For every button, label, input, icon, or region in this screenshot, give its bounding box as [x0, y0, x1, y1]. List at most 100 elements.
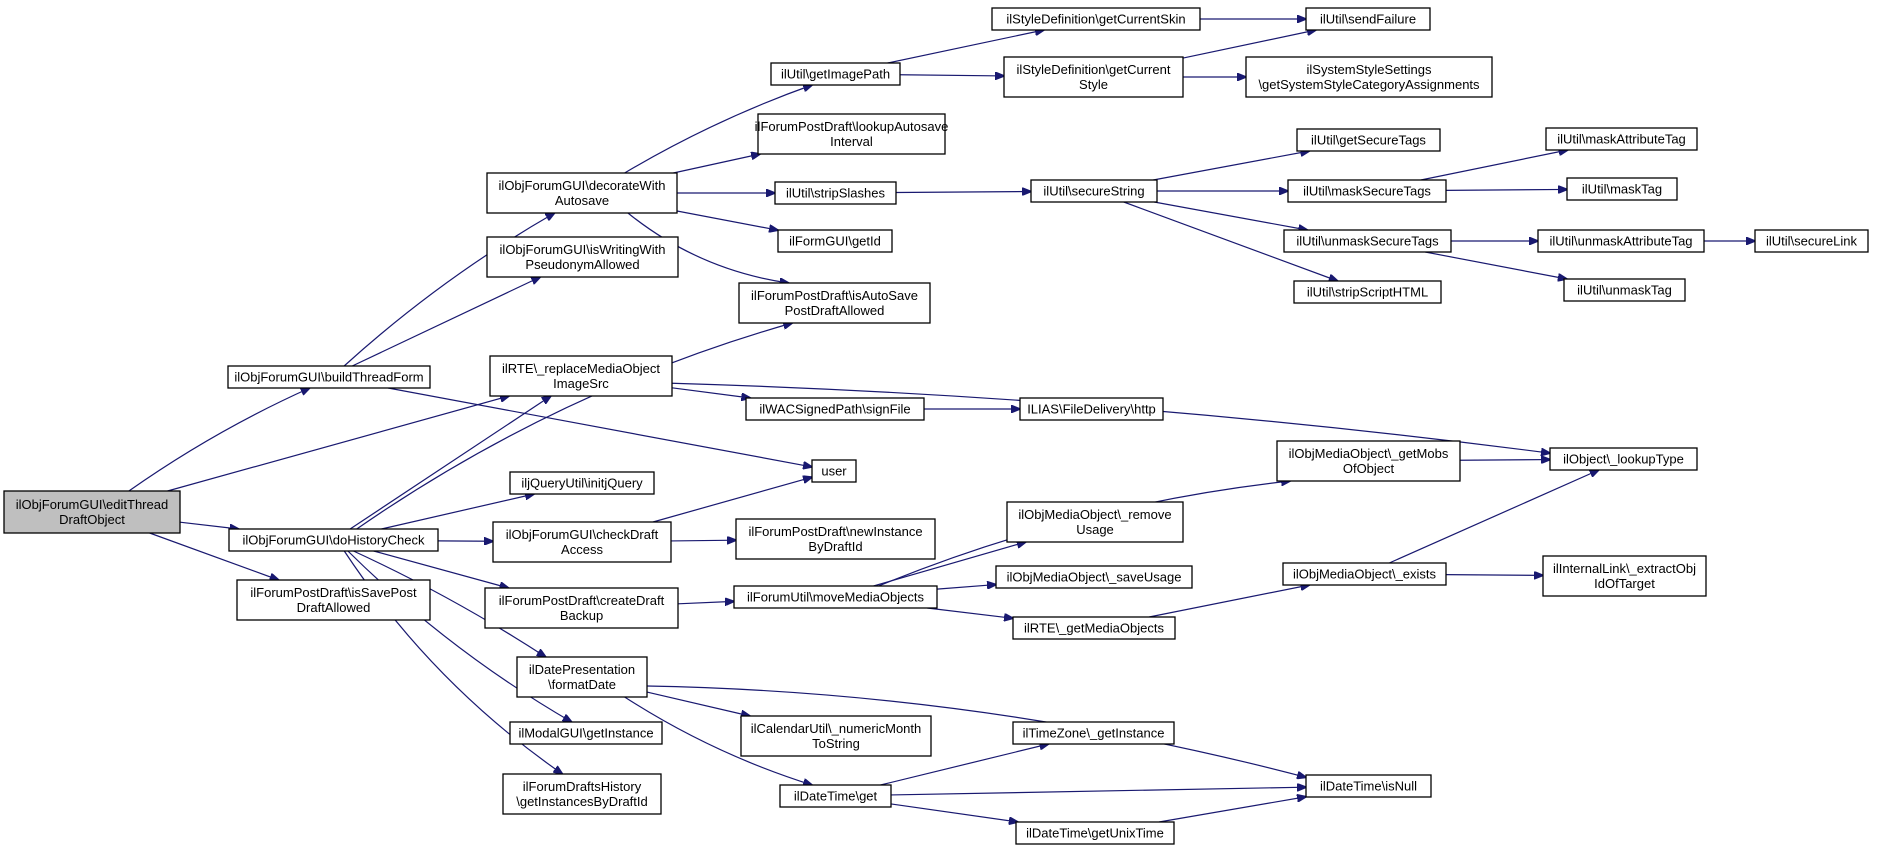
- node-box: [1754, 229, 1869, 253]
- node-box: [486, 172, 678, 214]
- edge-moveMediaObjects-to-getMediaObjects: [927, 607, 1013, 618]
- node-label: Autosave: [555, 193, 609, 208]
- node-getUnixTime[interactable]: ilDateTime\getUnixTime: [1015, 821, 1175, 845]
- node-stripSlashes[interactable]: ilUtil\stripSlashes: [774, 181, 897, 205]
- edge-decorateWithAutosave-to-getImagePath: [624, 85, 812, 174]
- edge-getImagePath-to-getCurrentSkin: [887, 30, 1044, 64]
- node-unmaskAttributeTag[interactable]: ilUtil\unmaskAttributeTag: [1537, 229, 1705, 253]
- node-buildThreadForm[interactable]: ilObjForumGUI\buildThreadForm: [227, 365, 431, 389]
- node-label: ilUtil\stripScriptHTML: [1307, 285, 1428, 300]
- node-dateTimeGet[interactable]: ilDateTime\get: [779, 784, 892, 808]
- node-modalGetInstance[interactable]: ilModalGUI\getInstance: [509, 721, 663, 745]
- node-label: PostDraftAllowed: [785, 303, 885, 318]
- node-box: [770, 62, 901, 86]
- node-getSecureTags[interactable]: ilUtil\getSecureTags: [1296, 128, 1441, 152]
- node-maskTag[interactable]: ilUtil\maskTag: [1566, 177, 1678, 201]
- node-label: ilDateTime\get: [794, 789, 878, 804]
- node-getMediaObjects[interactable]: ilRTE\_getMediaObjects: [1012, 616, 1176, 640]
- node-doHistoryCheck[interactable]: ilObjForumGUI\doHistoryCheck: [228, 528, 439, 552]
- edge-getUnixTime-to-isNull: [1158, 797, 1306, 823]
- node-label: ilUtil\maskAttributeTag: [1557, 132, 1686, 147]
- edge-root-to-buildThreadForm: [128, 388, 310, 492]
- node-objExists[interactable]: ilObjMediaObject\_exists: [1282, 562, 1447, 586]
- node-label: ToString: [812, 736, 860, 751]
- node-label: ilObjMediaObject\_remove: [1018, 507, 1171, 522]
- node-stripScriptHTML[interactable]: ilUtil\stripScriptHTML: [1293, 280, 1442, 304]
- node-fileDelivery[interactable]: ILIAS\FileDelivery\http: [1019, 397, 1164, 421]
- node-label: ImageSrc: [553, 376, 609, 391]
- node-box: [1549, 447, 1698, 471]
- node-tzGetInstance[interactable]: ilTimeZone\_getInstance: [1012, 721, 1175, 745]
- edge-doHistoryCheck-to-createDraftBackup: [373, 550, 509, 588]
- node-box: [738, 282, 931, 324]
- node-box: [733, 585, 938, 609]
- node-box: [1245, 56, 1493, 98]
- node-label: ILIAS\FileDelivery\http: [1027, 402, 1156, 417]
- node-moveMediaObjects[interactable]: ilForumUtil\moveMediaObjects: [733, 585, 938, 609]
- node-formatDate[interactable]: ilDatePresentation\formatDate: [516, 656, 648, 698]
- edge-objExists-to-extractObjId: [1445, 575, 1543, 576]
- node-saveUsage[interactable]: ilObjMediaObject\_saveUsage: [995, 565, 1193, 589]
- node-label: ilCalendarUtil\_numericMonth: [751, 721, 922, 736]
- node-box: [1545, 127, 1698, 151]
- node-sendFailure[interactable]: ilUtil\sendFailure: [1305, 7, 1431, 31]
- node-maskSecureTags[interactable]: ilUtil\maskSecureTags: [1287, 179, 1447, 203]
- node-box: [779, 784, 892, 808]
- node-isWritingWithPseudonym[interactable]: ilObjForumGUI\isWritingWithPseudonymAllo…: [486, 236, 679, 278]
- node-label: ilObjForumGUI\isWritingWith: [500, 242, 666, 257]
- node-label: ilUtil\getImagePath: [781, 67, 890, 82]
- node-label: ilForumPostDraft\newInstance: [748, 524, 922, 539]
- node-box: [1293, 280, 1442, 304]
- node-isAutoSave[interactable]: ilForumPostDraft\isAutoSavePostDraftAllo…: [738, 282, 931, 324]
- node-label: ilForumUtil\moveMediaObjects: [747, 590, 924, 605]
- node-label: DraftAllowed: [297, 600, 371, 615]
- node-systemStyle[interactable]: ilSystemStyleSettings\getSystemStyleCate…: [1245, 56, 1493, 98]
- node-getCurrentSkin[interactable]: ilStyleDefinition\getCurrentSkin: [991, 7, 1201, 31]
- edge-secureString-to-unmaskSecureTags: [1154, 201, 1307, 230]
- edge-objExists-to-lookupType: [1389, 470, 1598, 564]
- node-label: ilObjForumGUI\doHistoryCheck: [242, 533, 425, 548]
- node-label: Access: [561, 542, 603, 557]
- node-initjQuery[interactable]: iljQueryUtil\initjQuery: [509, 471, 655, 495]
- node-maskAttributeTag[interactable]: ilUtil\maskAttributeTag: [1545, 127, 1698, 151]
- node-box: [3, 490, 181, 534]
- node-user[interactable]: user: [811, 459, 857, 483]
- node-label: ilSystemStyleSettings: [1307, 62, 1432, 77]
- node-label: ilRTE\_replaceMediaObject: [502, 361, 660, 376]
- edge-unmaskSecureTags-to-unmaskTag: [1425, 251, 1567, 279]
- node-getImagePath[interactable]: ilUtil\getImagePath: [770, 62, 901, 86]
- node-signFile[interactable]: ilWACSignedPath\signFile: [745, 397, 925, 421]
- node-box: [486, 236, 679, 278]
- node-label: ilDatePresentation: [529, 662, 635, 677]
- node-label: ilUtil\sendFailure: [1320, 12, 1416, 27]
- node-secureLink[interactable]: ilUtil\secureLink: [1754, 229, 1869, 253]
- node-label: ilForumDraftsHistory: [523, 779, 642, 794]
- edge-getImagePath-to-getCurrentStyle: [899, 75, 1004, 76]
- node-secureString[interactable]: ilUtil\secureString: [1030, 179, 1158, 203]
- node-draftsHistory[interactable]: ilForumDraftsHistory\getInstancesByDraft…: [502, 773, 662, 815]
- node-isNull[interactable]: ilDateTime\isNull: [1305, 774, 1432, 798]
- node-box: [1305, 7, 1431, 31]
- node-lookupType[interactable]: ilObject\_lookupType: [1549, 447, 1698, 471]
- node-unmaskTag[interactable]: ilUtil\unmaskTag: [1563, 278, 1686, 302]
- edge-maskSecureTags-to-maskAttributeTag: [1420, 150, 1568, 181]
- node-unmaskSecureTags[interactable]: ilUtil\unmaskSecureTags: [1283, 229, 1452, 253]
- node-box: [227, 365, 431, 389]
- node-label: ilUtil\unmaskSecureTags: [1296, 234, 1439, 249]
- node-formGetId[interactable]: ilFormGUI\getId: [777, 229, 893, 253]
- edge-formatDate-to-dateTimeGet: [624, 696, 812, 785]
